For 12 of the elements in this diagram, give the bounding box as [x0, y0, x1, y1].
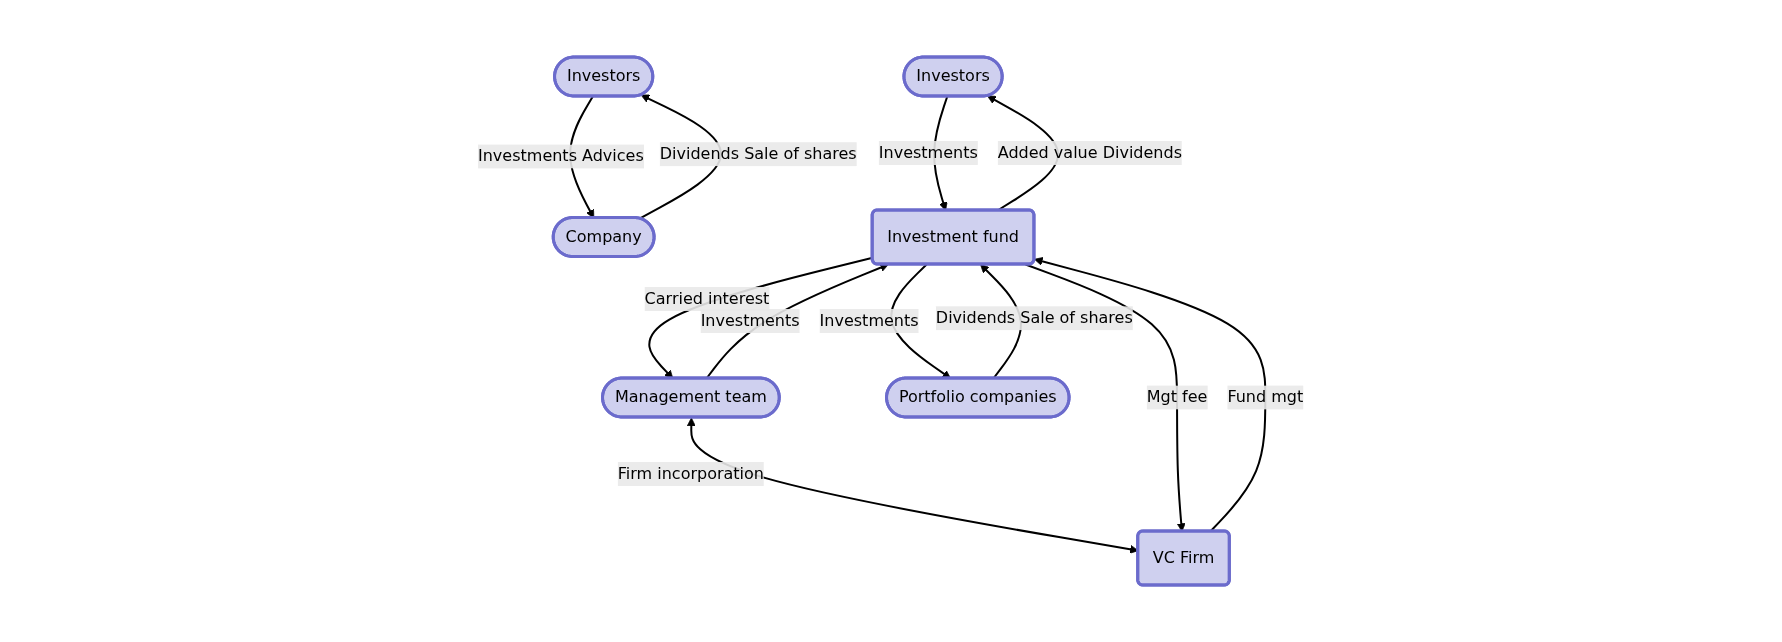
edge-label: Investments — [879, 143, 979, 162]
edge-label: Investments — [819, 310, 919, 330]
edge-label: Mgt fee — [1147, 387, 1208, 407]
edge-label: Added value Dividends — [998, 143, 1183, 162]
arrow — [687, 417, 1139, 554]
edge-label: Firm incorporation — [618, 463, 765, 483]
edge-label: Investments Advices — [478, 146, 645, 166]
edge-label: Dividends Sale of shares — [936, 308, 1134, 328]
edge-label: Investments — [701, 310, 800, 330]
edge-label: Fund mgt — [1227, 387, 1304, 407]
edge-label: Dividends Sale of shares — [660, 144, 858, 164]
edge-label: Carried interest — [644, 288, 770, 308]
